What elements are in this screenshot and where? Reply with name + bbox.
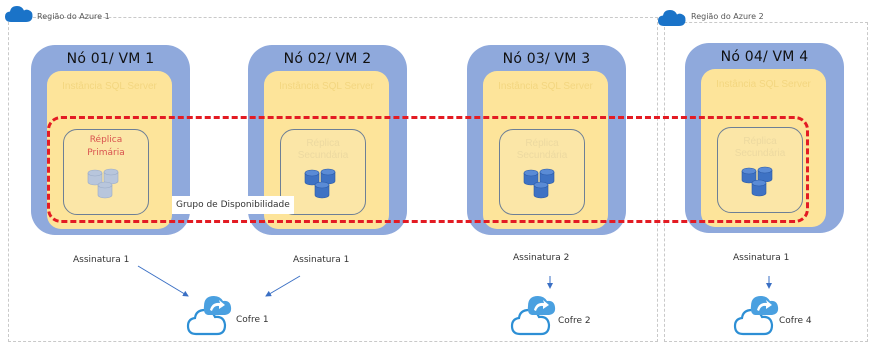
availability-group-label: Grupo de Disponibilidade (172, 196, 294, 214)
sql-instance-box: Instância SQL Server Réplica Secundária (483, 71, 608, 229)
azure-cloud-icon (658, 10, 686, 26)
node-title: Nó 03/ VM 3 (502, 51, 591, 67)
replica-label: Réplica Primária (64, 134, 148, 160)
region-2-label: Região do Azure 2 (691, 12, 764, 21)
database-icon (741, 166, 773, 197)
secondary-replica-box: Réplica Secundária (717, 127, 803, 213)
vault-label: Cofre 1 (236, 315, 269, 325)
node-vm-4: Nó 04/ VM 4 Instância SQL Server Réplica… (685, 43, 844, 233)
subscription-label: Assinatura 2 (513, 253, 570, 263)
vault-label: Cofre 4 (779, 316, 812, 326)
subscription-label: Assinatura 1 (293, 255, 350, 265)
replica-label: Réplica Secundária (734, 136, 786, 159)
backup-vault-icon (733, 296, 779, 336)
node-vm-3: Nó 03/ VM 3 Instância SQL Server Réplica… (467, 45, 626, 235)
sql-instance-box: Instância SQL Server Réplica Secundária (701, 69, 826, 227)
database-icon (523, 168, 555, 199)
node-vm-1: Nó 01/ VM 1 Instância SQL Server Réplica… (31, 45, 190, 235)
sql-instance-label: Instância SQL Server (279, 81, 374, 92)
azure-cloud-icon (5, 6, 33, 22)
node-title: Nó 02/ VM 2 (283, 51, 372, 67)
vault-label: Cofre 2 (558, 316, 591, 326)
subscription-label: Assinatura 1 (733, 253, 790, 263)
backup-vault-icon (186, 296, 232, 336)
azure-region-2-boundary (664, 22, 868, 342)
backup-vault-icon (510, 296, 556, 336)
sql-instance-label: Instância SQL Server (498, 81, 593, 92)
subscription-label: Assinatura 1 (73, 255, 130, 265)
replica-label-line-2: Primária (87, 148, 125, 158)
sql-instance-label: Instância SQL Server (716, 79, 811, 90)
database-icon (304, 168, 336, 199)
node-title: Nó 04/ VM 4 (720, 49, 809, 65)
azure-region-1-boundary (8, 17, 658, 342)
replica-label: Réplica Secundária (297, 138, 349, 161)
region-1-label: Região do Azure 1 (37, 12, 110, 21)
sql-instance-label: Instância SQL Server (62, 81, 157, 92)
sql-instance-box: Instância SQL Server Réplica Primária (47, 71, 172, 229)
replica-label: Réplica Secundária (516, 138, 568, 161)
availability-group-boundary (47, 116, 809, 223)
node-title: Nó 01/ VM 1 (66, 51, 155, 67)
secondary-replica-box: Réplica Secundária (499, 129, 585, 215)
primary-replica-box: Réplica Primária (63, 129, 149, 215)
database-icon (87, 168, 119, 199)
secondary-replica-box: Réplica Secundária (280, 129, 366, 215)
replica-label-line-1: Réplica (89, 135, 123, 145)
